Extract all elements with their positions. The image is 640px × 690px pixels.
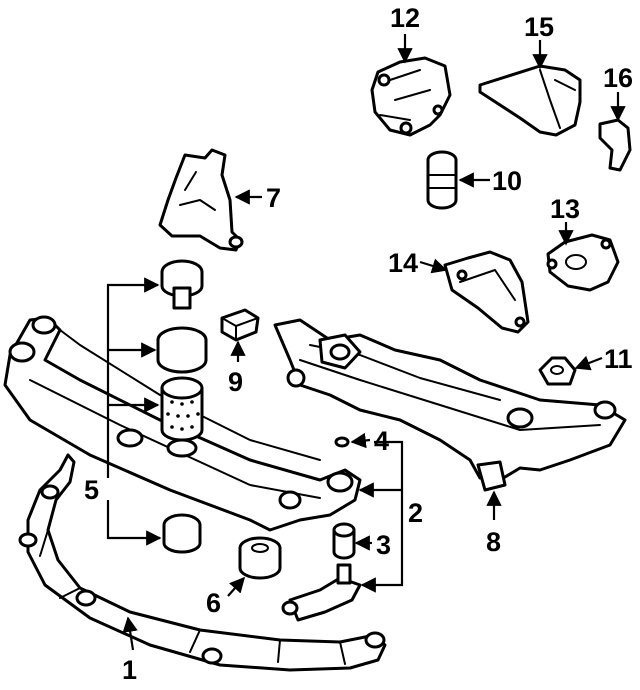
callout-5: 5: [84, 475, 99, 505]
callout-13: 13: [550, 194, 580, 224]
callout-11: 11: [604, 344, 633, 374]
callout-14: 14: [388, 248, 418, 278]
part-13-mount: [546, 233, 620, 292]
part-2-3-4-link-assembly: [281, 436, 362, 622]
part-14-bracket: [443, 250, 530, 334]
callout-2: 2: [408, 498, 423, 528]
part-9-mount-pad: [220, 308, 260, 342]
part-10-engine-mount: [426, 150, 458, 210]
callout-1: 1: [122, 655, 137, 685]
callout-15: 15: [524, 12, 554, 42]
callout-3: 3: [376, 530, 391, 560]
part-6-bushing: [238, 536, 282, 580]
callout-labels: 1 2 3 4 5 6 7 8 9 10 11 12 13 14 15 16: [84, 3, 633, 685]
leader-lines: [106, 34, 626, 651]
callout-12: 12: [390, 3, 420, 33]
part-15-shield-bracket: [478, 64, 582, 137]
callout-8: 8: [486, 527, 501, 557]
callout-4: 4: [374, 426, 389, 456]
part-16-shield: [598, 118, 632, 172]
callout-16: 16: [603, 63, 633, 93]
part-1-front-crossmember: [18, 453, 387, 672]
callout-10: 10: [492, 166, 522, 196]
part-12-bracket: [370, 56, 452, 137]
part-7-mount-bracket: [158, 148, 244, 252]
part-8-rear-subframe: [273, 318, 627, 492]
callout-6: 6: [206, 588, 221, 618]
callout-9: 9: [228, 367, 243, 397]
part-11-small-mount: [538, 356, 577, 386]
front-subframe: [3, 315, 362, 532]
callout-7: 7: [266, 183, 281, 213]
part-5-bushing-stack: [156, 259, 208, 554]
